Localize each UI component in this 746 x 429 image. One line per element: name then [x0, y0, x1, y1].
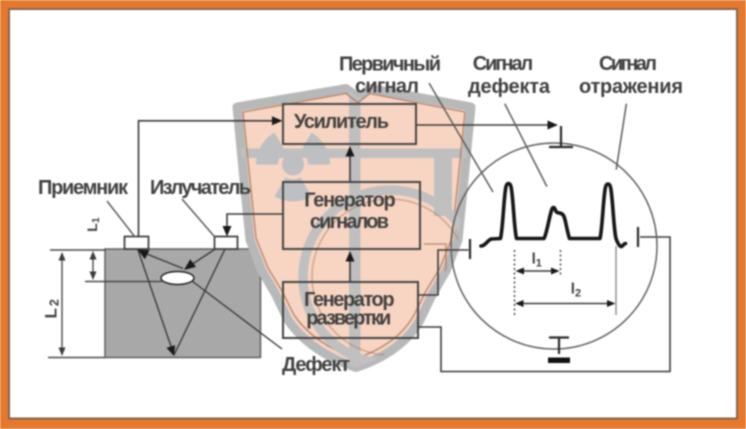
svg-text:Усилитель: Усилитель [294, 111, 389, 133]
svg-text:l1: l1 [532, 251, 542, 270]
svg-text:Излучатель: Излучатель [150, 177, 251, 199]
svg-text:Сигнал: Сигнал [473, 53, 534, 75]
svg-text:l2: l2 [571, 281, 581, 300]
svg-text:Генератор: Генератор [304, 189, 396, 211]
svg-text:Первичный: Первичный [339, 54, 441, 76]
svg-text:Дефект: Дефект [282, 354, 350, 376]
svg-text:сигналов: сигналов [310, 211, 389, 233]
svg-text:Сигнал: Сигнал [599, 53, 657, 75]
svg-text:отражения: отражения [579, 76, 683, 98]
svg-text:Приемник: Приемник [38, 177, 129, 199]
svg-text:развертки: развертки [306, 308, 391, 330]
svg-text:дефекта: дефекта [468, 76, 551, 98]
svg-text:Генератор: Генератор [304, 289, 395, 311]
svg-text:сигнал: сигнал [355, 76, 419, 98]
